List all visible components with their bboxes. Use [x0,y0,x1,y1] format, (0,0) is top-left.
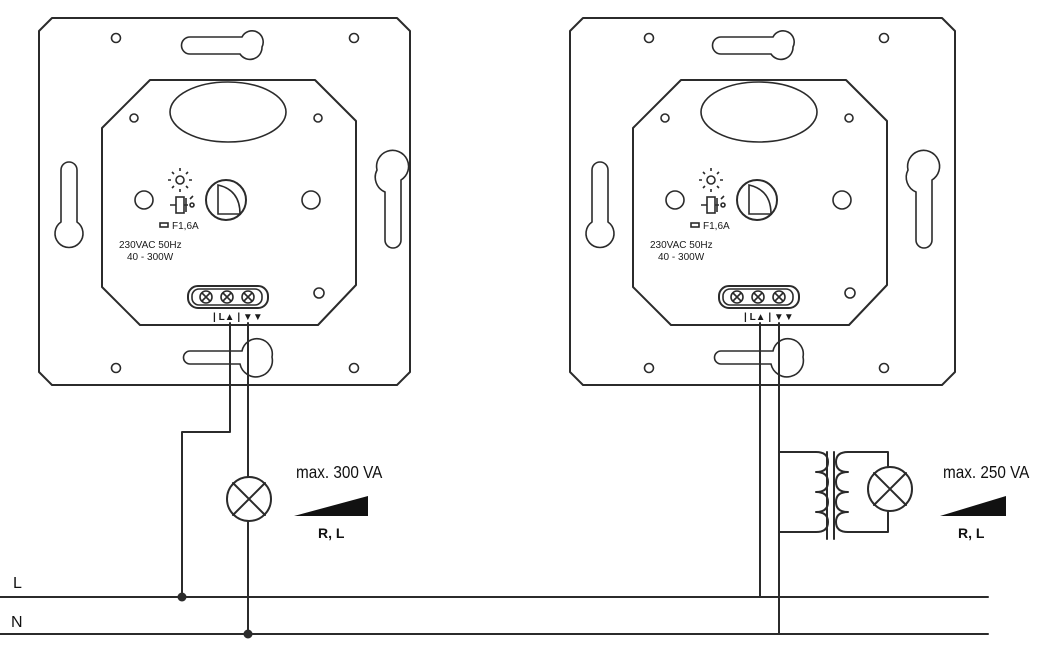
fuse-icon [159,222,169,228]
right-load-type-label: R, L [958,525,985,541]
right-fuse-label: F1,6A [703,221,730,232]
left-voltage-label: 230VAC 50Hz [119,240,182,251]
left-load-type-label: R, L [318,525,345,541]
left-wiring [177,322,272,639]
left-terminal-label: | L▲ | ▼▼ [213,312,263,323]
left-dimmer-unit: F1,6A 230VAC 50Hz 40 - 300W | L▲ | ▼▼ [38,17,411,386]
left-terminal-block [187,285,269,309]
fuse-icon [690,222,700,228]
right-dimmer-body [632,79,888,326]
right-voltage-label: 230VAC 50Hz [650,240,713,251]
lamp-icon [226,476,272,522]
left-power-range-label: 40 - 300W [127,252,174,263]
right-terminal-label: | L▲ | ▼▼ [744,312,794,323]
potentiometer-icon [701,195,726,214]
right-dimmer-knob [736,179,778,221]
left-dimmer-knob [205,179,247,221]
terminal-screw-icon [220,290,234,304]
left-fuse-label: F1,6A [172,221,199,232]
lamp-icon [867,466,913,512]
dimming-ramp-icon [294,496,368,516]
terminal-screw-icon [751,290,765,304]
brightness-icon [699,168,723,192]
right-max-load-label: max. 250 VA [943,462,1030,482]
right-terminal-block [718,285,800,309]
terminal-screw-icon [241,290,255,304]
neutral-label: N [11,614,23,631]
left-max-load-label: max. 300 VA [296,462,383,482]
dimming-ramp-icon [940,496,1006,516]
terminal-screw-icon [199,290,213,304]
transformer-icon [815,451,889,540]
right-power-range-label: 40 - 300W [658,252,705,263]
right-wiring [759,322,817,635]
terminal-screw-icon [772,290,786,304]
mains-lines [0,596,989,635]
potentiometer-icon [170,195,195,214]
brightness-icon [168,168,192,192]
line-label: L [13,575,22,592]
terminal-screw-icon [730,290,744,304]
left-dimmer-body [101,79,357,326]
right-dimmer-unit: F1,6A 230VAC 50Hz 40 - 300W | L▲ | ▼▼ [569,17,956,386]
left-mounting-plate [38,17,411,386]
right-mounting-plate [569,17,956,386]
